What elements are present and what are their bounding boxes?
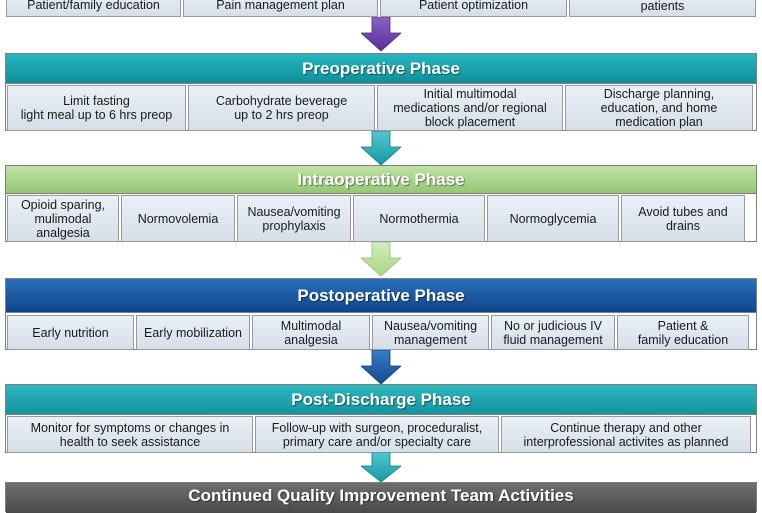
post-discharge-phase-title: Post-Discharge Phase <box>6 385 756 415</box>
down-arrow-purple-icon <box>361 17 401 51</box>
postdischarge-cell-continue-therapy: Continue therapy and other interprofessi… <box>501 416 751 453</box>
down-arrow-blue-icon <box>361 350 401 384</box>
postdischarge-cell-follow-up: Follow-up with surgeon, proceduralist, p… <box>255 416 499 453</box>
intraoperative-phase-title: Intraoperative Phase <box>6 166 756 194</box>
postop-cell-early-mobilization: Early mobilization <box>136 315 250 350</box>
post-discharge-phase: Post-Discharge Phase Monitor for symptom… <box>5 384 757 453</box>
down-arrow-green-icon <box>361 242 401 276</box>
postdischarge-cell-monitor: Monitor for symptoms or changes in healt… <box>7 416 253 453</box>
cqi-phase: Continued Quality Improvement Team Activ… <box>5 482 757 513</box>
preop-cell-carbohydrate: Carbohydrate beverage up to 2 hrs preop <box>188 85 375 131</box>
preoperative-phase-title: Preoperative Phase <box>6 54 756 84</box>
intraop-cell-normoglycemia: Normoglycemia <box>487 195 619 242</box>
postop-cell-early-nutrition: Early nutrition <box>7 315 134 350</box>
preop-cell-multimodal: Initial multimodal medications and/or re… <box>377 85 563 131</box>
down-arrow-teal-2-icon <box>361 452 401 482</box>
cqi-phase-title: Continued Quality Improvement Team Activ… <box>6 483 756 513</box>
top-cell-3: Patient optimization <box>380 0 567 17</box>
top-cell-2: Pain management plan <box>183 0 378 17</box>
intraop-cell-nausea-prophylaxis: Nausea/vomiting prophylaxis <box>237 195 351 242</box>
top-cell-1: Patient/family education <box>6 0 181 17</box>
down-arrow-teal-icon <box>361 131 401 165</box>
postoperative-phase: Postoperative Phase Early nutrition Earl… <box>5 278 757 350</box>
preop-cell-limit-fasting: Limit fasting light meal up to 6 hrs pre… <box>7 85 186 131</box>
postop-cell-multimodal-analgesia: Multimodal analgesia <box>252 315 370 350</box>
intraoperative-phase: Intraoperative Phase Opioid sparing, mul… <box>5 165 757 242</box>
preoperative-phase: Preoperative Phase Limit fasting light m… <box>5 53 757 131</box>
postop-cell-family-education: Patient & family education <box>617 315 749 350</box>
intraop-cell-normothermia: Normothermia <box>353 195 485 242</box>
top-phase-row: Patient/family education Pain management… <box>5 0 757 17</box>
intraop-cell-normovolemia: Normovolemia <box>121 195 235 242</box>
preop-cell-discharge-planning: Discharge planning, education, and home … <box>565 85 753 131</box>
postop-cell-iv-fluid: No or judicious IV fluid management <box>491 315 615 350</box>
postoperative-phase-title: Postoperative Phase <box>6 279 756 313</box>
intraop-cell-avoid-tubes: Avoid tubes and drains <box>621 195 745 242</box>
postop-cell-nausea-management: Nausea/vomiting management <box>372 315 489 350</box>
intraop-cell-opioid-sparing: Opioid sparing, mulimodal analgesia <box>7 195 119 242</box>
top-cell-4: patients <box>569 0 756 17</box>
